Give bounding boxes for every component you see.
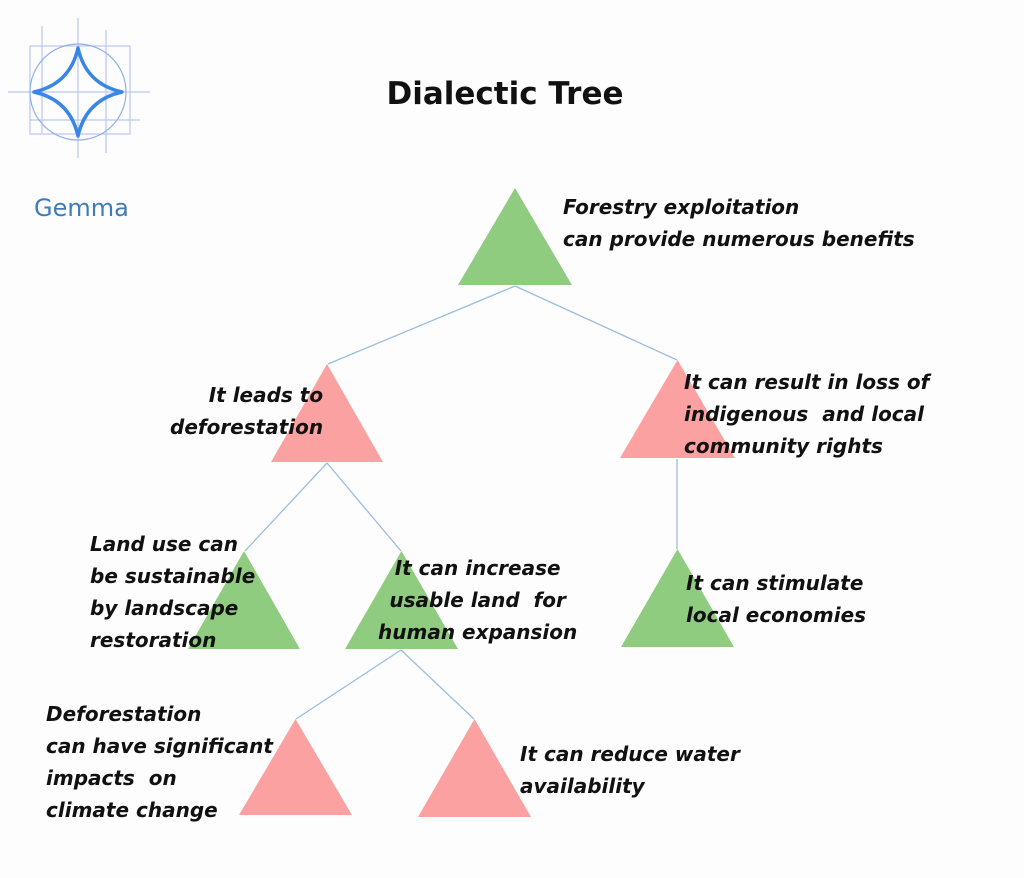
brand-label: Gemma [34, 194, 129, 222]
node-label-local-economies: It can stimulate local economies [686, 571, 867, 627]
node-label-deforestation: It leads to deforestation [170, 383, 324, 439]
node-triangle-root [458, 188, 572, 285]
page-title: Dialectic Tree [386, 76, 624, 112]
node-label-landscape-restoration: Land use can be sustainable by landscape… [90, 532, 256, 652]
node-label-water-availability: It can reduce water availability [520, 742, 740, 798]
node-triangle-n4 [345, 551, 458, 649]
node-label-community-rights: It can result in loss of indigenous and … [684, 370, 930, 458]
edge-n4-n7 [400, 649, 475, 720]
edge-n1-n4 [326, 462, 402, 552]
node-triangle-n6 [239, 719, 352, 815]
node-label-usable-land: It can increase usable land for human ex… [378, 556, 578, 644]
edge-root-n2 [514, 285, 678, 361]
node-triangle-n1 [271, 364, 383, 462]
node-triangle-n5 [621, 549, 734, 647]
node-label-root: Forestry exploitation can provide numero… [563, 195, 915, 251]
edge-n4-n6 [295, 649, 402, 720]
logo-icon [8, 18, 150, 158]
node-label-climate-change: Deforestation can have significant impac… [46, 702, 273, 822]
node-triangle-n3 [188, 551, 300, 649]
node-triangle-n7 [418, 719, 531, 817]
node-triangle-n2 [620, 360, 735, 458]
edge-root-n1 [327, 285, 516, 365]
edge-n1-n3 [244, 462, 328, 552]
